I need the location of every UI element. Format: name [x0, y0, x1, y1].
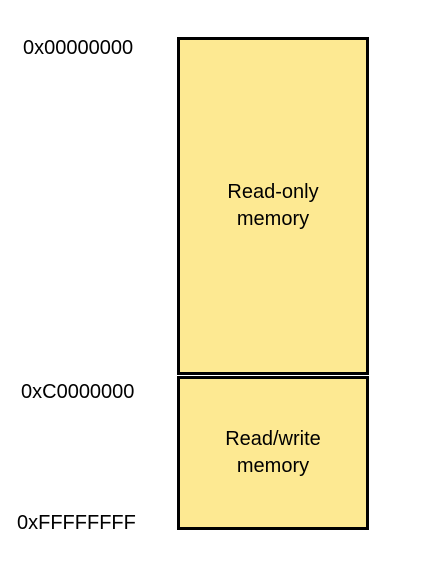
read-write-memory-label: Read/write memory [225, 428, 321, 477]
read-write-memory-region: Read/write memory [177, 376, 369, 530]
address-label-boundary: 0xC0000000 [21, 381, 135, 403]
read-only-memory-label: Read-only memory [227, 181, 319, 230]
read-only-memory-region: Read-only memory [177, 37, 369, 375]
address-label-end: 0xFFFFFFFF [17, 512, 136, 534]
address-label-start: 0x00000000 [23, 37, 134, 59]
